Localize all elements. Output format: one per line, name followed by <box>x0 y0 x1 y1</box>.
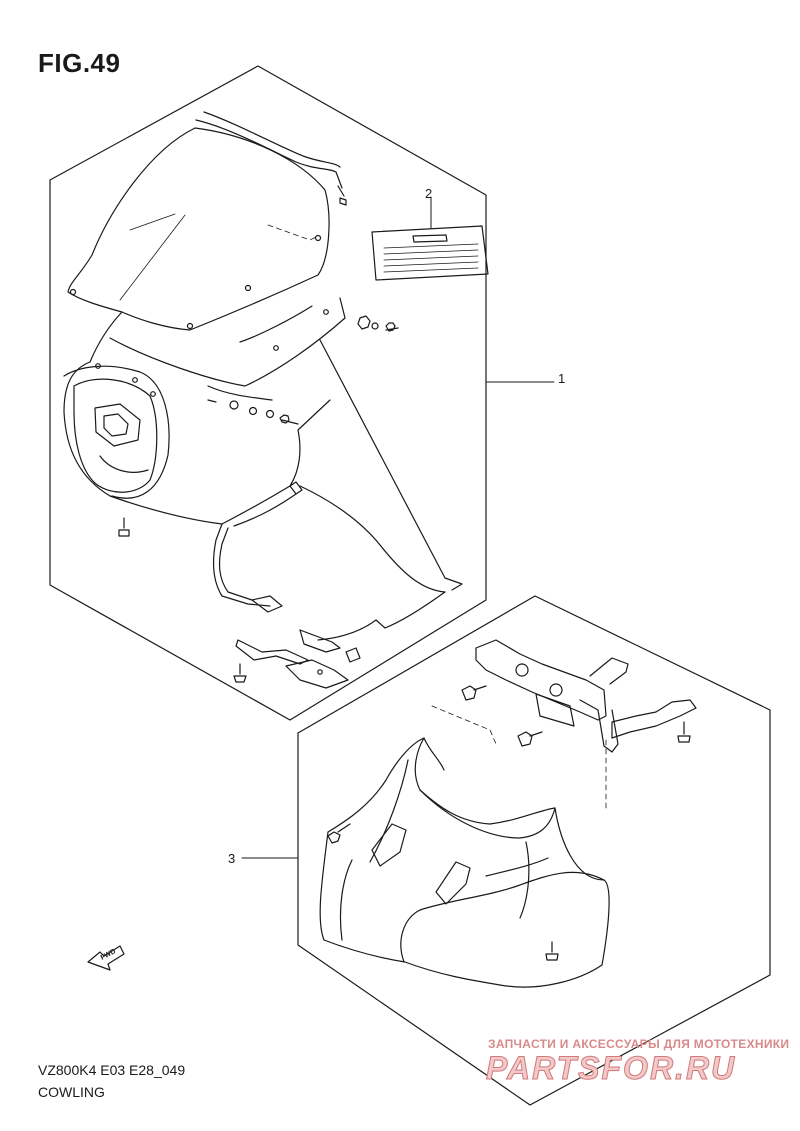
part-number-3: 3 <box>228 851 236 866</box>
cowling-side-panel <box>300 340 462 640</box>
model-code: VZ800K4 E03 E28_049 <box>38 1062 186 1078</box>
windscreen <box>68 112 344 330</box>
fasteners-lower <box>328 686 690 960</box>
stay-bracket <box>214 482 302 612</box>
lower-bracket-assembly <box>432 640 696 810</box>
watermark-brand: PARTSFOR.RU <box>485 1050 737 1087</box>
lower-group-frame <box>298 596 770 1105</box>
part-number-2: 2 <box>425 186 433 201</box>
figure-caption: COWLING <box>38 1084 105 1100</box>
lower-cowl <box>320 738 609 987</box>
caution-label-plate <box>372 226 488 280</box>
watermark-tagline: ЗАПЧАСТИ И АКСЕССУАРЫ ДЛЯ МОТОТЕХНИКИ <box>488 1037 790 1051</box>
fasteners-upper <box>119 198 398 682</box>
figure-title: FIG.49 <box>38 48 121 78</box>
mount-bracket <box>236 630 360 688</box>
fwd-arrow-icon <box>88 946 124 970</box>
leader-lines <box>242 197 554 858</box>
cowling-body <box>64 298 345 524</box>
part-number-1: 1 <box>558 371 566 386</box>
upper-group-frame <box>50 66 486 720</box>
